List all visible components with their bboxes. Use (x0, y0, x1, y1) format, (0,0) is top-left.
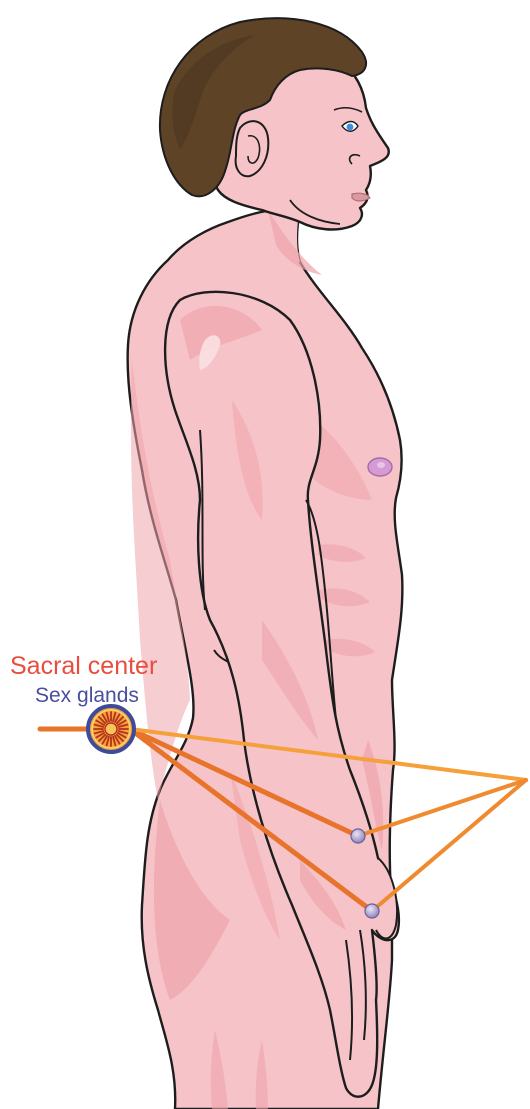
iris (347, 124, 354, 131)
gland-node-icon (365, 904, 379, 918)
sacral-center-label: Sacral center (10, 652, 157, 681)
line-node-lower-to-apex (372, 780, 526, 911)
gland-node-icon (351, 829, 365, 843)
head (160, 18, 389, 229)
nipple-center (377, 462, 385, 468)
sex-glands-label: Sex glands (35, 684, 139, 708)
sacral-chakra-icon (88, 706, 134, 752)
